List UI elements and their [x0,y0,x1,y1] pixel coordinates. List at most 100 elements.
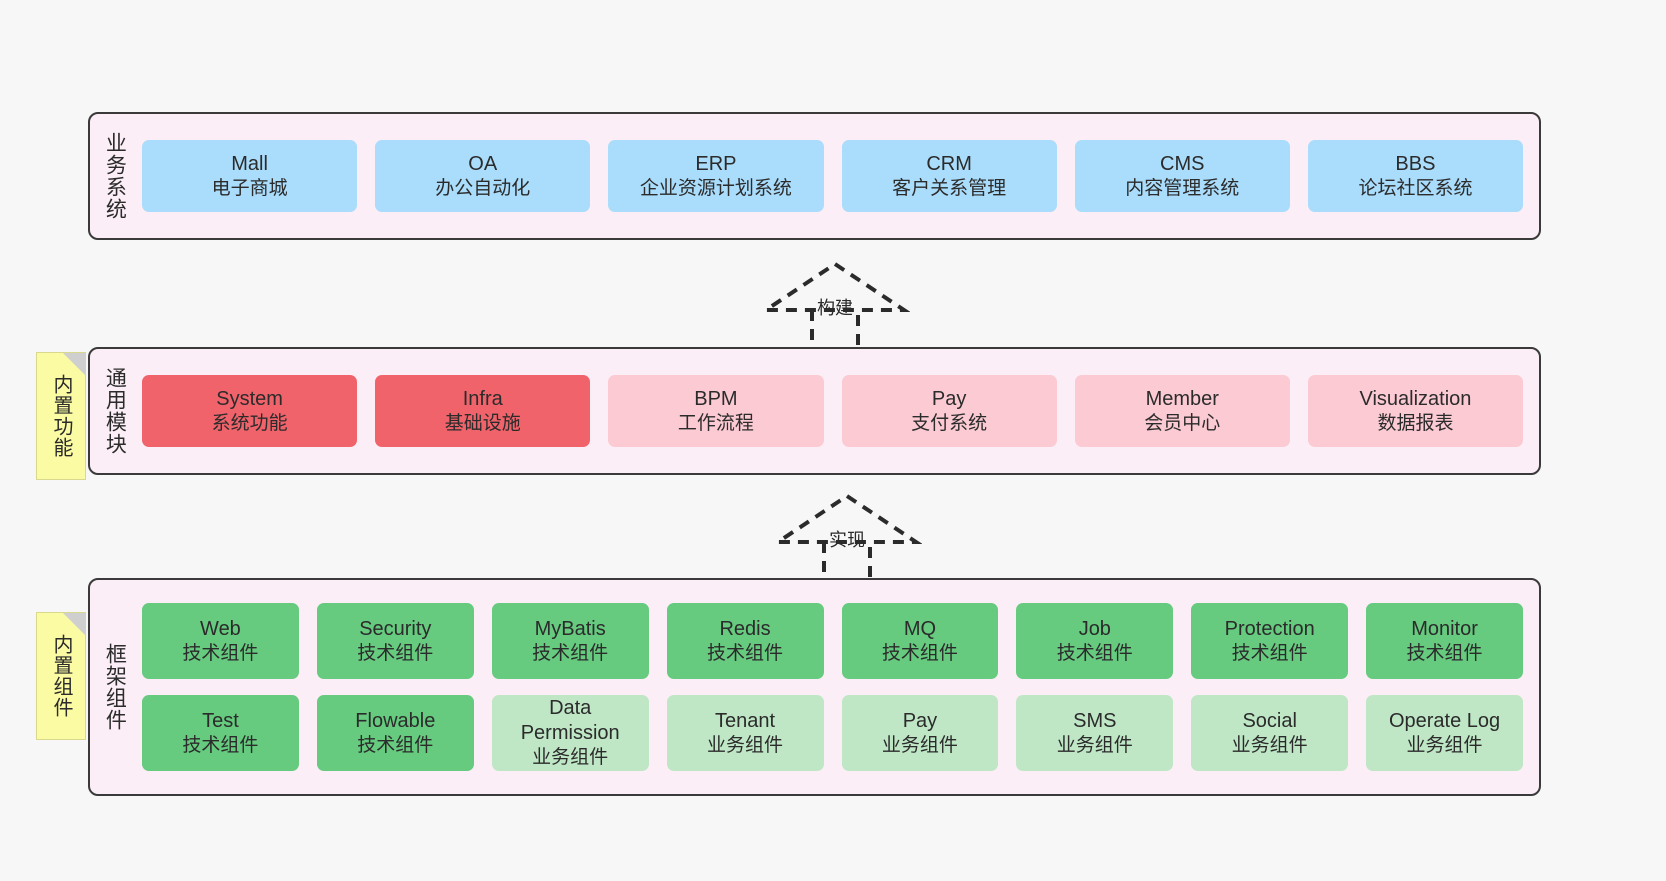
card-protection[interactable]: Protection 技术组件 [1191,603,1349,679]
card-subtitle: 系统功能 [211,412,288,434]
card-subtitle: 客户关系管理 [892,177,1007,199]
card-title: Flowable [355,709,436,732]
card-title: MyBatis [534,617,606,640]
card-subtitle: 技术组件 [1406,642,1483,664]
card-social[interactable]: Social 业务组件 [1191,695,1349,771]
card-title: ERP [695,152,737,175]
card-sms[interactable]: SMS 业务组件 [1016,695,1174,771]
layer-body-business-system: Mall 电子商城 OA 办公自动化 ERP 企业资源计划系统 CRM 客户关系… [138,114,1539,238]
card-mall[interactable]: Mall 电子商城 [142,140,358,212]
card-oa[interactable]: OA 办公自动化 [375,140,591,212]
connector-realize-label: 实现 [829,530,865,550]
note-label: 内置组件 [50,634,72,718]
card-mybatis[interactable]: MyBatis 技术组件 [491,603,649,679]
card-web[interactable]: Web 技术组件 [142,603,299,679]
card-title: BBS [1395,152,1436,175]
card-row: Web 技术组件 Security 技术组件 MyBatis 技术组件 Redi… [142,603,1523,679]
card-title: Data [549,697,592,720]
note-label: 内置功能 [50,374,72,458]
page-fold-icon [63,353,85,375]
card-title: Social [1242,709,1297,732]
card-cms[interactable]: CMS 内容管理系统 [1074,140,1290,212]
layer-title-business-system: 业务系统 [103,132,127,220]
card-mq[interactable]: MQ 技术组件 [841,603,999,679]
card-data-permission[interactable]: Data Permission 业务组件 [491,695,649,771]
card-subtitle: 技术组件 [182,642,259,664]
card-row: System 系统功能 Infra 基础设施 BPM 工作流程 Pay 支付系统… [142,375,1524,447]
card-title: System [216,387,283,410]
card-subtitle: 支付系统 [911,412,988,434]
card-subtitle: 业务组件 [881,734,958,756]
card-visualization[interactable]: Visualization 数据报表 [1307,375,1524,447]
card-subtitle: 技术组件 [707,642,784,664]
layer-title-common-module: 通用模块 [103,367,127,455]
card-bbs[interactable]: BBS 论坛社区系统 [1307,140,1524,212]
card-title: Test [202,709,239,732]
card-security[interactable]: Security 技术组件 [316,603,474,679]
card-subtitle: 企业资源计划系统 [639,177,792,199]
connector-build-arrow: 构建 [760,258,910,354]
card-title: OA [468,152,498,175]
card-bpm[interactable]: BPM 工作流程 [608,375,824,447]
card-subtitle: 业务组件 [1231,734,1308,756]
card-pay[interactable]: Pay 支付系统 [841,375,1057,447]
card-title: Pay [902,709,938,732]
card-tenant[interactable]: Tenant 业务组件 [666,695,824,771]
card-title: Protection [1224,617,1315,640]
layer-business-system: 业务系统 Mall 电子商城 OA 办公自动化 ERP 企业资源计划系统 CRM… [88,112,1541,240]
card-subtitle: 技术组件 [1056,642,1133,664]
card-erp[interactable]: ERP 企业资源计划系统 [608,140,824,212]
card-title: Tenant [715,709,776,732]
card-title: Infra [462,387,503,410]
card-title: CMS [1160,152,1205,175]
card-title: Job [1078,617,1111,640]
card-member[interactable]: Member 会员中心 [1074,375,1290,447]
note-builtin-features: 内置功能 [36,352,86,480]
card-title: Monitor [1411,617,1478,640]
card-test[interactable]: Test 技术组件 [142,695,299,771]
card-subtitle: 技术组件 [357,642,434,664]
card-subtitle: 数据报表 [1377,412,1454,434]
card-subtitle: 论坛社区系统 [1358,177,1473,199]
card-row: Test 技术组件 Flowable 技术组件 Data Permission … [142,695,1523,771]
card-subtitle: 内容管理系统 [1125,177,1240,199]
card-monitor[interactable]: Monitor 技术组件 [1366,603,1523,679]
card-subtitle: 电子商城 [211,177,288,199]
card-subtitle: 业务组件 [532,747,609,769]
layer-body-framework-component: Web 技术组件 Security 技术组件 MyBatis 技术组件 Redi… [138,580,1539,794]
card-redis[interactable]: Redis 技术组件 [666,603,824,679]
card-title: Operate Log [1388,709,1501,732]
card-job[interactable]: Job 技术组件 [1016,603,1174,679]
card-title: Web [200,617,241,640]
card-title-line2: Permission [520,722,620,745]
connector-build-label: 构建 [817,298,853,318]
card-system[interactable]: System 系统功能 [142,375,358,447]
card-infra[interactable]: Infra 基础设施 [375,375,591,447]
card-subtitle: 业务组件 [1056,734,1133,756]
card-subtitle: 技术组件 [1231,642,1308,664]
card-row: Mall 电子商城 OA 办公自动化 ERP 企业资源计划系统 CRM 客户关系… [142,140,1524,212]
card-pay-business[interactable]: Pay 业务组件 [841,695,999,771]
layer-body-common-module: System 系统功能 Infra 基础设施 BPM 工作流程 Pay 支付系统… [138,349,1539,473]
card-subtitle: 基础设施 [444,412,521,434]
card-title: Visualization [1359,387,1472,410]
layer-title-framework-component: 框架组件 [103,643,127,731]
card-title: Redis [719,617,771,640]
card-title: SMS [1073,709,1117,732]
card-title: Mall [231,152,268,175]
card-subtitle: 技术组件 [881,642,958,664]
card-title: CRM [926,152,972,175]
card-subtitle: 业务组件 [707,734,784,756]
card-operate-log[interactable]: Operate Log 业务组件 [1366,695,1523,771]
card-flowable[interactable]: Flowable 技术组件 [316,695,474,771]
card-title: Member [1145,387,1219,410]
connector-realize-arrow: 实现 [772,490,922,586]
card-title: Security [359,617,432,640]
layer-framework-component: 框架组件 Web 技术组件 Security 技术组件 MyBatis 技术组件… [88,578,1541,796]
card-crm[interactable]: CRM 客户关系管理 [841,140,1057,212]
card-subtitle: 业务组件 [1406,734,1483,756]
card-subtitle: 办公自动化 [435,177,531,199]
page-fold-icon [63,613,85,635]
layer-common-module: 通用模块 System 系统功能 Infra 基础设施 BPM 工作流程 Pay… [88,347,1541,475]
